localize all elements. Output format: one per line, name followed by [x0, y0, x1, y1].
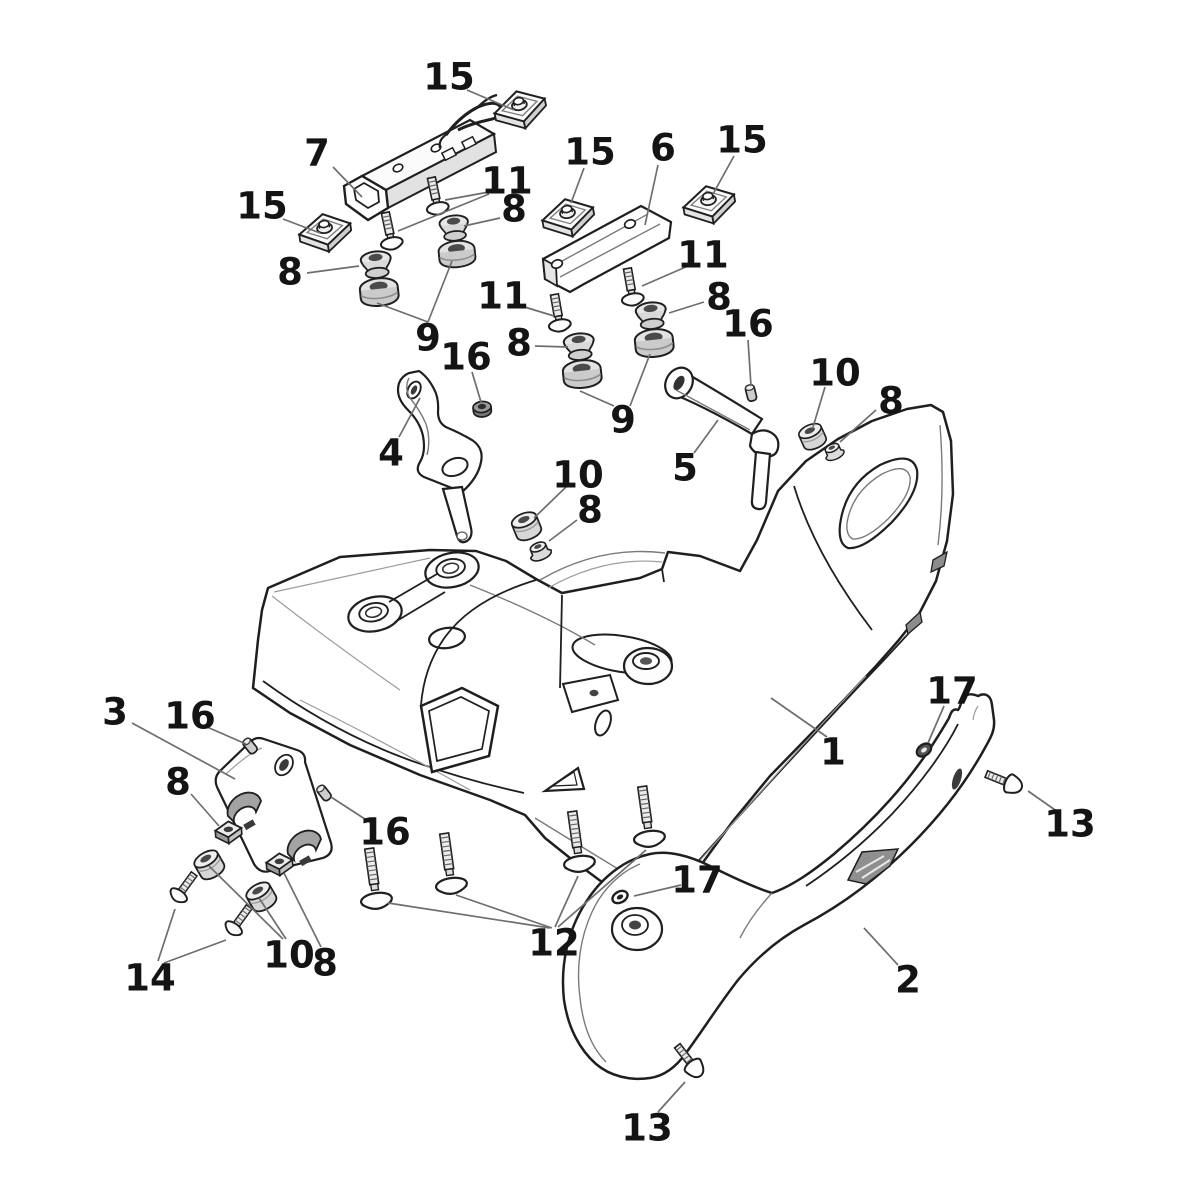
- part-side-stay: [664, 366, 780, 511]
- part-number-label-17: 17: [671, 859, 723, 902]
- leader-line-17: [927, 705, 945, 744]
- part-number-label-17: 17: [926, 670, 978, 713]
- leader-line-8: [306, 265, 360, 274]
- leader-line-8: [283, 872, 322, 948]
- part-number-label-13: 13: [621, 1107, 673, 1150]
- leader-line-14: [163, 939, 227, 964]
- leader-line-12: [557, 849, 647, 928]
- leader-line-15: [712, 155, 735, 195]
- part-number-label-15: 15: [716, 119, 768, 162]
- leader-line-4: [398, 397, 421, 438]
- part-number-label-16: 16: [359, 811, 411, 854]
- part-number-label-11: 11: [477, 275, 529, 318]
- part-lower-rail: [561, 693, 996, 1081]
- leader-line-10: [812, 386, 826, 428]
- part-number-label-8: 8: [878, 380, 904, 423]
- leader-line-9: [629, 353, 651, 407]
- leader-line-11: [444, 191, 490, 201]
- leader-lines: [131, 89, 1059, 1113]
- part-number-label-12: 12: [528, 922, 580, 965]
- leader-line-17: [633, 884, 682, 897]
- part-number-label-14: 14: [124, 957, 176, 1000]
- leader-line-7: [332, 166, 363, 198]
- leader-line-10: [258, 897, 287, 940]
- part-number-label-2: 2: [895, 959, 921, 1002]
- part-number-label-16: 16: [440, 336, 492, 379]
- leader-line-9: [376, 302, 429, 323]
- leader-line-16: [206, 726, 247, 745]
- leader-line-11: [517, 304, 555, 317]
- leader-line-11: [641, 265, 689, 287]
- part-number-label-10: 10: [263, 934, 315, 977]
- part-number-label-11: 11: [677, 234, 729, 277]
- part-number-label-15: 15: [564, 131, 616, 174]
- part-skid-plate-main: [251, 403, 955, 905]
- part-number-label-9: 9: [415, 317, 441, 360]
- leader-line-11: [397, 193, 490, 232]
- leader-line-16: [330, 796, 372, 824]
- part-number-label-10: 10: [809, 352, 861, 395]
- leader-line-8: [463, 217, 501, 227]
- part-number-label-13: 13: [1044, 803, 1096, 846]
- part-flat-bracket: [541, 204, 673, 294]
- part-number-label-8: 8: [165, 761, 191, 804]
- part-rail-bracket: [342, 93, 503, 222]
- part-number-label-8: 8: [277, 251, 303, 294]
- leader-line-9: [427, 260, 453, 323]
- part-number-label-15: 15: [423, 56, 475, 99]
- leader-line-3: [131, 722, 236, 780]
- part-number-label-6: 6: [650, 127, 676, 170]
- part-number-label-5: 5: [672, 447, 698, 490]
- grommets-17: [609, 742, 933, 907]
- part-number-label-9: 9: [610, 399, 636, 442]
- leader-line-14: [157, 908, 176, 962]
- leader-line-2: [863, 927, 899, 966]
- part-number-label-7: 7: [304, 132, 330, 175]
- part-number-label-16: 16: [722, 303, 774, 346]
- leader-line-8: [534, 345, 569, 348]
- part-number-label-16: 16: [164, 695, 216, 738]
- leader-line-9: [579, 390, 615, 407]
- leader-line-12: [387, 902, 551, 929]
- part-number-label-8: 8: [312, 942, 338, 985]
- leader-line-8: [839, 409, 877, 443]
- leader-line-12: [554, 875, 579, 928]
- part-number-label-10: 10: [552, 454, 604, 497]
- leader-line-15: [282, 218, 321, 234]
- part-number-label-8: 8: [706, 276, 732, 319]
- leader-line-13: [1027, 790, 1059, 813]
- leader-line-16: [471, 371, 482, 403]
- leader-line-12: [455, 894, 553, 929]
- leader-line-10: [208, 865, 284, 940]
- leader-line-5: [693, 419, 719, 454]
- part-lower-bracket: [214, 736, 333, 873]
- part-front-bracket: [396, 369, 483, 544]
- part-number-label-3: 3: [102, 691, 128, 734]
- part-number-label-8: 8: [577, 489, 603, 532]
- leader-line-8: [668, 301, 705, 314]
- leader-line-6: [644, 164, 659, 226]
- leader-line-16: [747, 339, 752, 387]
- leader-line-8: [548, 519, 578, 542]
- part-number-label-4: 4: [378, 432, 404, 475]
- leader-line-13: [657, 1081, 686, 1113]
- part-number-label-8: 8: [506, 322, 532, 365]
- part-number-label-15: 15: [236, 185, 288, 228]
- part-number-label-1: 1: [820, 731, 846, 774]
- leader-line-8: [190, 793, 220, 827]
- leader-line-15: [570, 167, 585, 204]
- leader-line-15: [466, 89, 515, 111]
- leader-line-1: [770, 697, 828, 738]
- leader-line-10: [533, 486, 567, 519]
- part-number-label-8: 8: [501, 188, 527, 231]
- part-number-label-11: 11: [481, 160, 533, 203]
